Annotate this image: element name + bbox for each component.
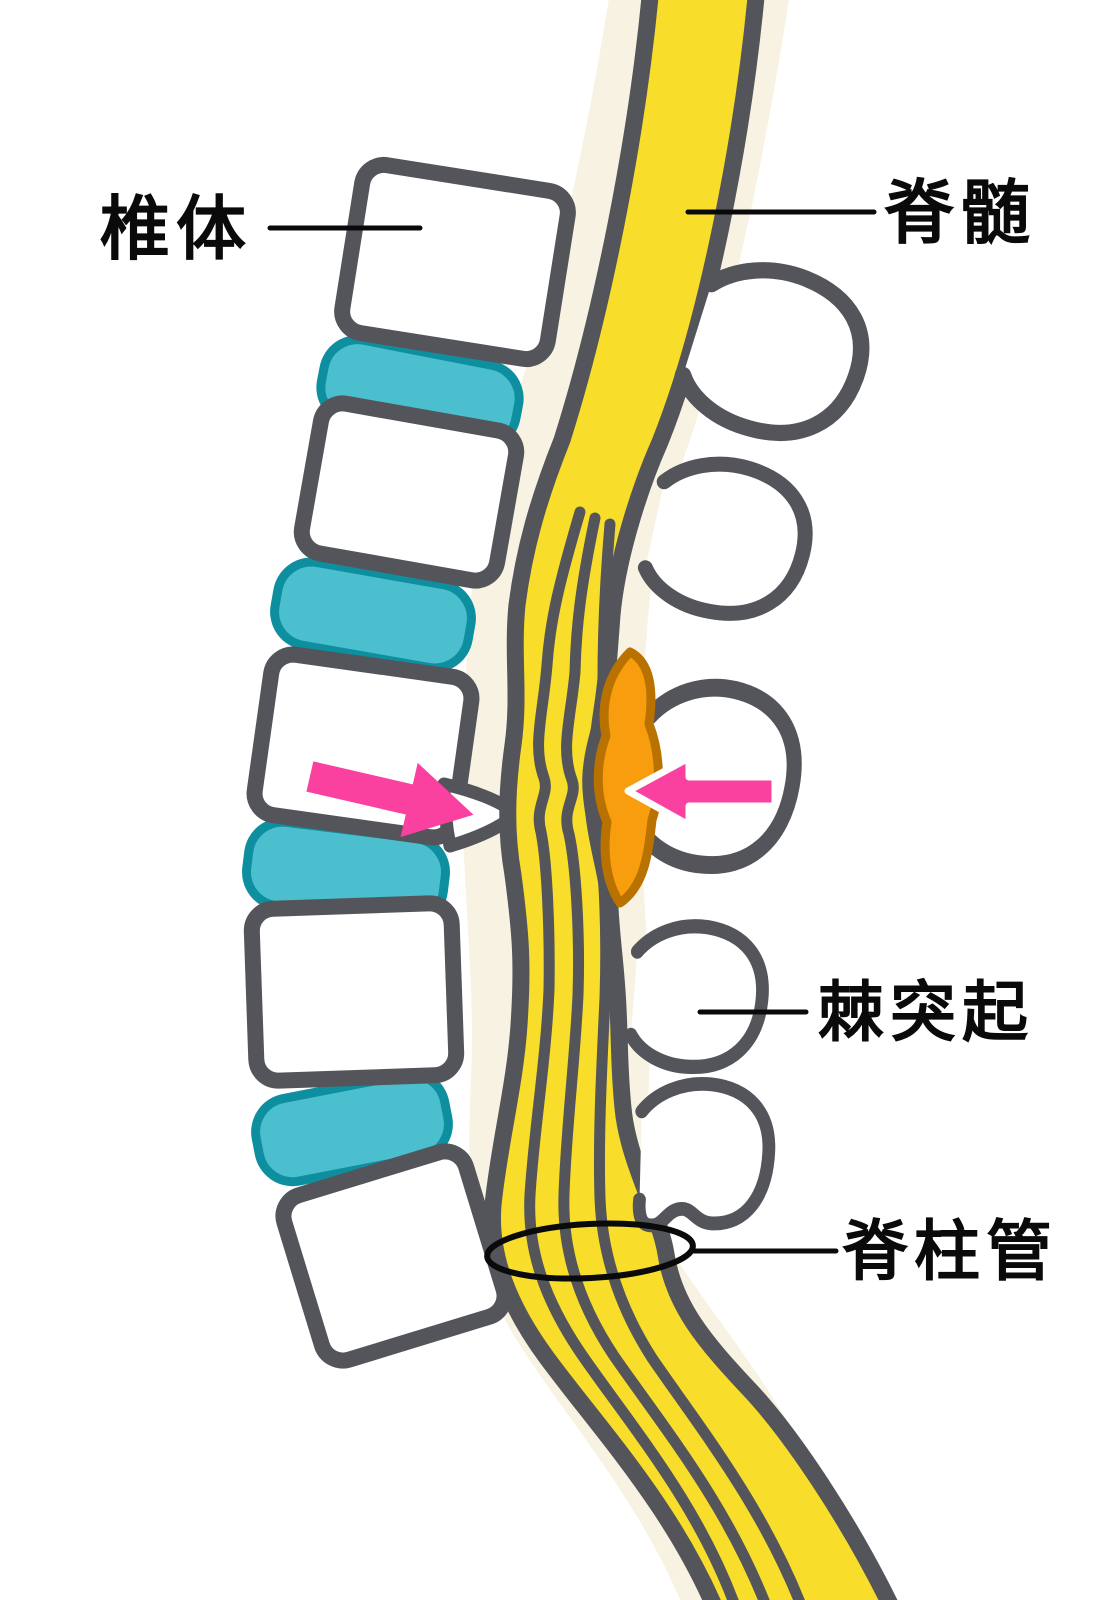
- cauda-equina-fibers: [524, 506, 805, 1600]
- intervertebral-disc-2: [270, 557, 476, 673]
- spinal-canal-ellipse: [484, 1220, 696, 1282]
- arrow-left-icon: [624, 754, 779, 829]
- arrow-right-icon: [306, 761, 474, 837]
- thickened-ligament: [593, 647, 663, 908]
- spinous-process-1: [674, 262, 870, 441]
- cauda-equina-fiber-line-1: [524, 506, 739, 1600]
- label-vertebral-body: 椎体: [100, 190, 252, 268]
- label-spinal-cord: 脊髄: [884, 174, 1036, 252]
- spinous-process-4: [624, 919, 769, 1074]
- vertebral-body-1: [334, 156, 576, 368]
- label-spinal-canal: 脊柱管: [842, 1214, 1058, 1288]
- cauda-equina-fiber-line-3: [589, 518, 805, 1600]
- compression-arrow-right: [624, 754, 779, 829]
- cauda-equina-fiber-line-2: [558, 512, 770, 1600]
- spinous-process-5: [632, 1076, 776, 1233]
- label-spinous-process: 棘突起: [818, 975, 1034, 1049]
- compression-arrow-left: [306, 761, 474, 837]
- vertebral-body-2: [293, 395, 525, 589]
- spinous-process-2: [637, 456, 813, 621]
- vertebral-body-4: [243, 895, 465, 1089]
